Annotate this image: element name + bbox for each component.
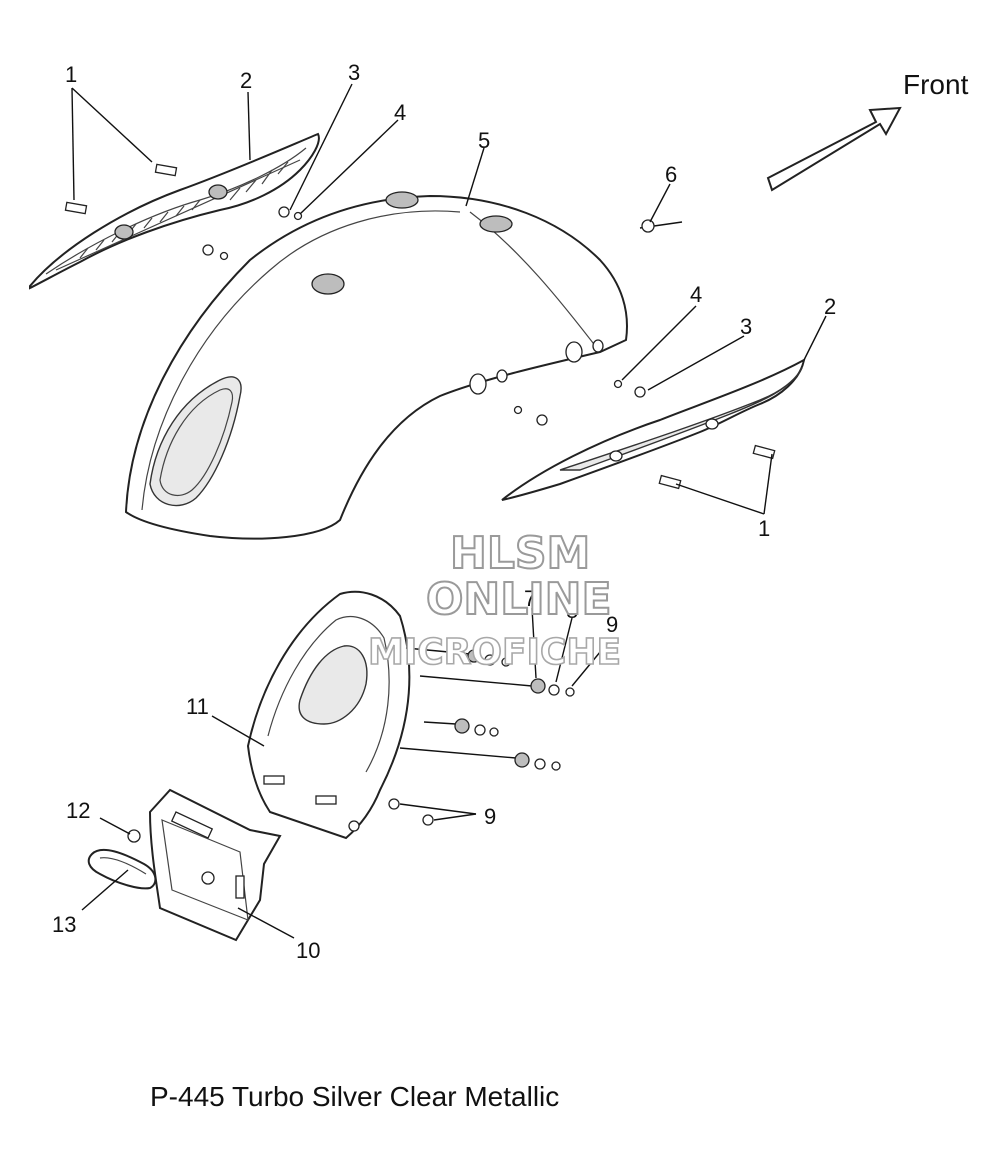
- watermark-line1: HLSM: [450, 528, 590, 579]
- left-trim-strip: [29, 132, 320, 290]
- front-arrow: [766, 106, 902, 192]
- right-trim-strip: [501, 358, 806, 501]
- fender-bracket: [246, 590, 411, 840]
- left-trim-pins: [64, 163, 178, 215]
- callouts: 1 2 3 4 5 6 4 3 2 1 7 8 9 11 12 9 13 10: [52, 60, 836, 963]
- callout-9-top: 9: [606, 612, 618, 637]
- callout-13: 13: [52, 912, 76, 937]
- right-trim-pins: [658, 444, 776, 490]
- diagram-caption: P-445 Turbo Silver Clear Metallic: [150, 1081, 559, 1112]
- watermark-line3: MICROFICHE: [368, 632, 621, 673]
- callout-5: 5: [478, 128, 490, 153]
- callout-9-bottom: 9: [484, 804, 496, 829]
- watermark: HLSM ONLINE MICROFICHE: [367, 527, 622, 674]
- bushing-set: [388, 647, 575, 826]
- leader-lines: [71, 83, 827, 939]
- callout-1-left: 1: [65, 62, 77, 87]
- callout-11: 11: [186, 694, 209, 719]
- reflector: [87, 848, 157, 890]
- front-label: Front: [903, 69, 969, 100]
- callout-2-left: 2: [240, 68, 252, 93]
- callout-8: 8: [566, 598, 578, 623]
- callout-4-left: 4: [394, 100, 406, 125]
- rear-fender: [124, 191, 628, 540]
- callout-6: 6: [665, 162, 677, 187]
- callout-7: 7: [524, 586, 536, 611]
- license-bracket: [148, 788, 282, 942]
- callout-12: 12: [66, 798, 90, 823]
- callout-3-left: 3: [348, 60, 360, 85]
- right-fasteners: [513, 379, 646, 426]
- callout-2-right: 2: [824, 294, 836, 319]
- callout-10: 10: [296, 938, 320, 963]
- callout-4-right: 4: [690, 282, 702, 307]
- push-pin: [639, 219, 683, 233]
- callout-3-right: 3: [740, 314, 752, 339]
- callout-1-right: 1: [758, 516, 770, 541]
- left-fasteners: [202, 206, 303, 261]
- watermark-line2: ONLINE: [426, 574, 612, 625]
- screw: [127, 829, 141, 843]
